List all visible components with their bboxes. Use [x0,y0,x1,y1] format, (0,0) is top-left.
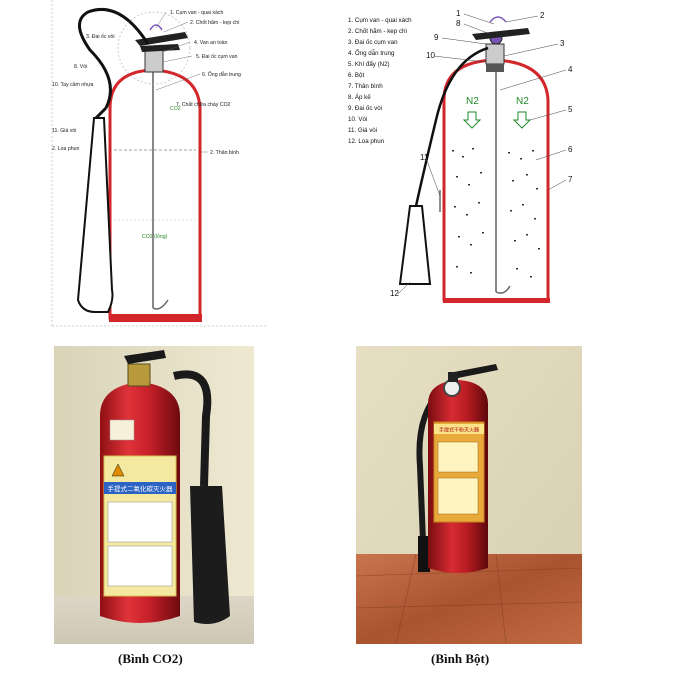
powder-legend-8: 8. Áp kế [348,94,371,101]
co2-label-2: 2. Chốt hãm - kẹp chì [190,20,240,26]
co2-label-7: 7. Chất chữa cháy CO2 [176,102,231,108]
powder-legend-3: 3. Đai ốc cụm van [348,39,398,46]
powder-callout-9: 9 [434,33,439,42]
powder-callout-11: 11 [420,153,429,162]
co2-diagram: 1. Cụm van - quai xách 2. Chốt hãm - kẹp… [50,0,270,330]
co2-gas-label: CO2 [170,106,181,112]
co2-photo: 手提式二氧化碳灭火器 [54,346,254,644]
powder-callout-7: 7 [568,175,573,184]
co2-liquid-label: CO2 (lỏng) [142,233,168,240]
powder-photo-handle [454,364,498,378]
co2-label-than-binh: 2. Thân bình [210,150,239,156]
powder-callout-8: 8 [456,19,461,28]
powder-legend-12: 12. Loa phun [348,138,385,145]
powder-handle [472,28,530,40]
caption-co2: (Bình CO2) [118,651,183,666]
co2-horn [76,117,114,313]
powder-diagram-svg: 1. Cụm van - quai xách 2. Chốt hãm - kẹp… [348,9,573,303]
powder-callout-3: 3 [560,39,565,48]
powder-legend-10: 10. Vòi [348,116,367,123]
powder-diagram: 1. Cụm van - quai xách 2. Chốt hãm - kẹp… [340,0,580,330]
powder-legend-5: 5. Khí đẩy (N2) [348,61,390,68]
powder-seal-pin [489,16,507,23]
powder-legend-2: 2. Chốt hãm - kẹp chì [348,28,407,35]
powder-legend-11: 11. Giá vòi [348,127,377,134]
powder-legend: 1. Cụm van - quai xách 2. Chốt hãm - kẹp… [348,17,412,145]
co2-seal-pin [149,24,163,31]
powder-callout-12: 12 [390,289,399,298]
powder-horn [398,205,432,285]
co2-label-3: 3. Đai ốc vòi [86,34,115,40]
powder-arrow-left [462,111,482,129]
powder-legend-9: 9. Đai ốc vòi [348,105,382,112]
powder-n2-label-left: N2 [466,96,479,107]
co2-photo-hose [173,370,212,487]
co2-label-6: 6. Ống dẫn trung [202,71,241,78]
powder-n2-label-right: N2 [516,96,529,107]
co2-hose [78,7,150,109]
co2-photo-horn [190,486,230,624]
powder-arrow-right [512,111,532,129]
powder-fill [452,148,540,278]
co2-photo-label-text: 手提式二氧化碳灭火器 [108,484,174,493]
powder-legend-4: 4. Ống dẫn trung [348,50,395,57]
caption-powder: (Bình Bột) [431,651,490,666]
powder-callout-4: 4 [568,65,573,74]
powder-callout-10: 10 [426,51,435,60]
powder-photo-label-text: 手提式干粉灭火器 [439,427,479,434]
powder-photo-gauge [443,379,461,397]
co2-diagram-svg: 1. Cụm van - quai xách 2. Chốt hãm - kẹp… [51,0,268,327]
powder-photo: 手提式干粉灭火器 [356,346,582,644]
powder-legend-1: 1. Cụm van - quai xách [348,17,412,24]
co2-photo-handle [124,350,166,364]
powder-callout-1: 1 [456,9,461,18]
powder-callout-6: 6 [568,145,573,154]
co2-label-10: 10. Tay cầm nhựa [52,82,94,88]
co2-label-1: 1. Cụm van - quai xách [170,10,223,16]
powder-callout-5: 5 [568,105,573,114]
co2-label-loa-phun: 2. Loa phun [52,146,80,152]
powder-legend-6: 6. Bột [348,72,364,79]
co2-label-11: 11. Giá vòi [52,128,76,134]
powder-hose [414,46,489,207]
co2-label-4: 4. Van an toàn [194,40,227,46]
powder-legend-7: 7. Thân bình [348,83,383,90]
co2-label-5: 5. Đai ốc cụm van [196,54,238,60]
co2-label-8: 8. Vòi [74,64,87,70]
powder-callout-2: 2 [540,11,545,20]
